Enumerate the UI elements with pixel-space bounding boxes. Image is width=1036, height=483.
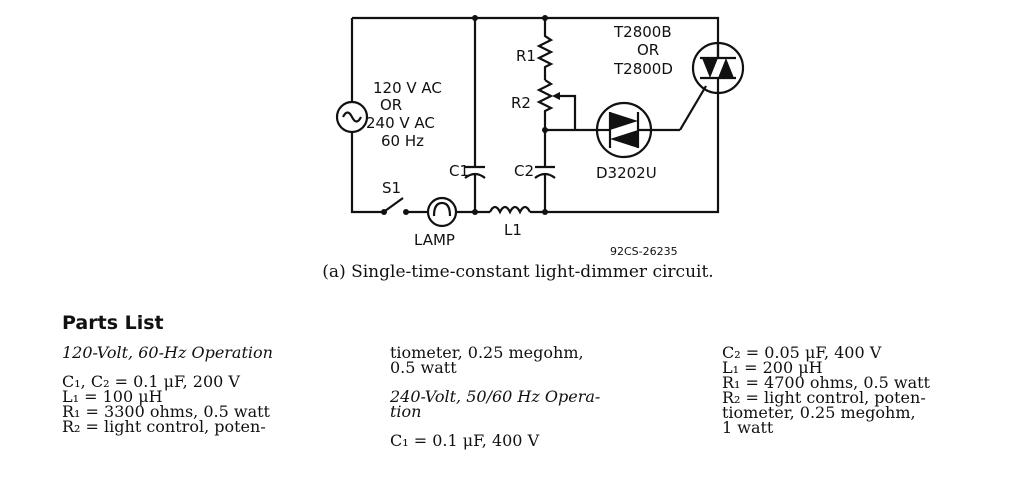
source-label-line-4: 60 Hz <box>381 132 424 150</box>
switch-s1-symbol <box>381 197 409 215</box>
junction-dots <box>472 15 548 215</box>
parts-list-line: C₁, C₂ = 0.1 μF, 200 V <box>62 372 240 391</box>
circuit-schematic: 120 V AC OR 240 V AC 60 Hz T2800B OR T28… <box>335 15 745 258</box>
potentiometer-r2-symbol <box>536 79 600 212</box>
figure-code: 92CS-26235 <box>610 245 678 258</box>
source-label-line-2: OR <box>380 96 402 114</box>
parts-column-2: tiometer, 0.25 megohm,0.5 watt 240-Volt, … <box>390 343 690 450</box>
r1-label: R1 <box>516 47 536 65</box>
left-wire <box>350 18 382 214</box>
c1-label: C1 <box>449 162 469 180</box>
c2-label: C2 <box>514 162 534 180</box>
s1-label: S1 <box>382 179 401 197</box>
parts-list-line: 0.5 watt <box>390 358 457 377</box>
triac-label-line-3: T2800D <box>613 60 673 78</box>
parts-list-line: R₁ = 3300 ohms, 0.5 watt <box>62 402 270 421</box>
diac-symbol <box>595 85 707 159</box>
capacitor-c2-symbol <box>534 165 556 179</box>
parts-list-line: 1 watt <box>722 418 774 437</box>
parts-list-line: R₂ = light control, poten- <box>722 388 926 407</box>
source-label-line-1: 120 V AC <box>373 79 442 97</box>
l1-label: L1 <box>504 221 522 239</box>
source-label-line-3: 240 V AC <box>366 114 435 132</box>
parts-list-line: L₁ = 200 μH <box>722 358 823 377</box>
parts-list-line: C₁ = 0.1 μF, 400 V <box>390 431 540 450</box>
triac-label-line-1: T2800B <box>613 23 672 41</box>
triac-symbol <box>691 41 745 95</box>
triac-label-line-2: OR <box>637 41 659 59</box>
ac-source-symbol <box>335 100 369 134</box>
parts-list-line: L₁ = 100 μH <box>62 387 163 406</box>
lamp-symbol <box>426 196 458 228</box>
resistor-r1-symbol <box>536 18 554 80</box>
parts-list-line: tiometer, 0.25 megohm, <box>722 403 916 422</box>
capacitor-c1-symbol <box>464 18 486 212</box>
parts-section-heading: tion <box>390 402 422 421</box>
right-wire <box>545 94 720 214</box>
parts-list-line: tiometer, 0.25 megohm, <box>390 343 584 362</box>
parts-list-line: C₂ = 0.05 μF, 400 V <box>722 343 882 362</box>
parts-list-line: R₂ = light control, poten- <box>62 417 266 436</box>
parts-section-heading: 120-Volt, 60-Hz Operation <box>62 343 273 362</box>
parts-list-title: Parts List <box>62 312 164 334</box>
inductor-l1-symbol <box>489 205 531 215</box>
parts-list-line: R₁ = 4700 ohms, 0.5 watt <box>722 373 930 392</box>
r2-label: R2 <box>511 94 531 112</box>
parts-section-heading: 240-Volt, 50/60 Hz Opera- <box>390 387 601 406</box>
lamp-label: LAMP <box>414 231 455 249</box>
diac-label: D3202U <box>596 164 657 182</box>
figure-caption: (a) Single-time-constant light-dimmer ci… <box>322 262 714 282</box>
